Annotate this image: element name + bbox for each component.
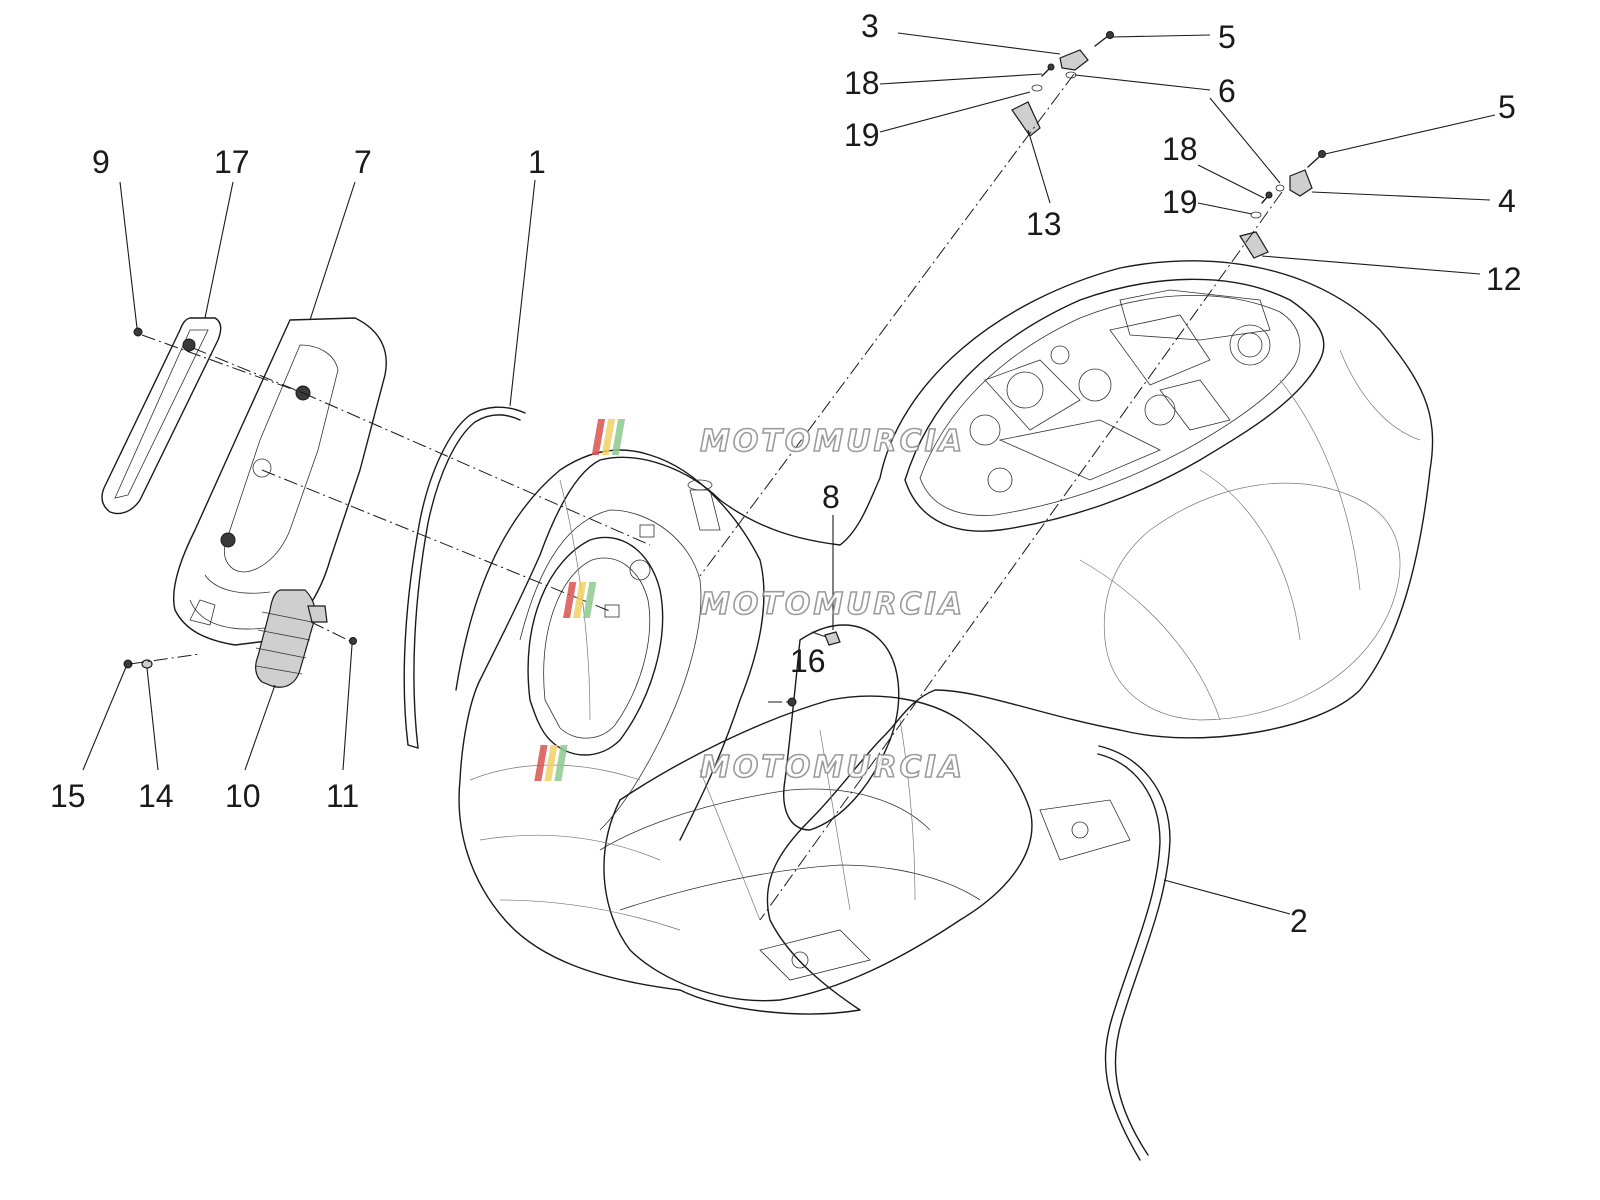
callout-12: 12 [1486,261,1522,297]
nut-18-right [1261,191,1273,204]
callout-9: 9 [92,144,110,180]
callout-11: 11 [326,778,359,814]
spacer-19-right [1250,211,1262,219]
watermark-text: MOTOMURCIA [700,424,965,459]
callout-19: 19 [1162,184,1198,220]
leader-lines [82,32,1496,915]
screw-11 [349,637,357,645]
nut-18-top [1041,63,1055,77]
clip-3 [1059,49,1089,71]
callout-15: 15 [50,778,86,814]
trim-strip-17 [101,317,222,515]
spacer-6-right [1275,184,1285,192]
screw-5-right [1307,150,1326,168]
seal-strip-1 [403,406,526,749]
callout-5: 5 [1218,19,1236,55]
seal-strip-2 [1097,745,1171,1161]
callout-7: 7 [354,144,372,180]
callout-13: 13 [1026,206,1062,242]
callout-18: 18 [1162,131,1198,167]
grille-10 [255,589,328,688]
watermark-text: MOTOMURCIA [700,750,965,785]
callout-2: 2 [1290,903,1308,939]
screw-5-top [1094,31,1114,47]
scooter-body-frame [455,260,1434,1015]
callout-14: 14 [138,778,174,814]
clip-8 [824,631,841,646]
callout-18: 18 [844,65,880,101]
callout-19: 19 [844,117,880,153]
bracket-13 [1011,101,1041,137]
clip-4 [1289,169,1313,197]
bracket-12 [1239,231,1269,259]
assembly-lines [129,73,1283,921]
spacer-6-top [1065,71,1077,79]
callout-16: 16 [790,643,826,679]
watermark-top: MOTOMURCIA [591,419,965,460]
screw-16 [787,697,797,707]
screw-9 [133,327,143,337]
callout-3: 3 [861,8,879,44]
callout-8: 8 [822,479,840,515]
callout-5: 5 [1498,89,1516,125]
watermark-text: MOTOMURCIA [700,587,965,622]
watermark-bottom: MOTOMURCIA [534,745,965,786]
callout-10: 10 [225,778,261,814]
callout-17: 17 [214,144,250,180]
callout-4: 4 [1498,183,1516,219]
spacer-19-top [1031,84,1043,92]
washer-14 [141,659,153,669]
callout-6: 6 [1218,73,1236,109]
callout-numbers: 3 5 18 6 19 5 18 19 4 13 12 9 17 7 1 8 1… [50,8,1522,939]
watermark-middle: MOTOMURCIA [563,582,965,623]
callout-1: 1 [528,144,546,180]
